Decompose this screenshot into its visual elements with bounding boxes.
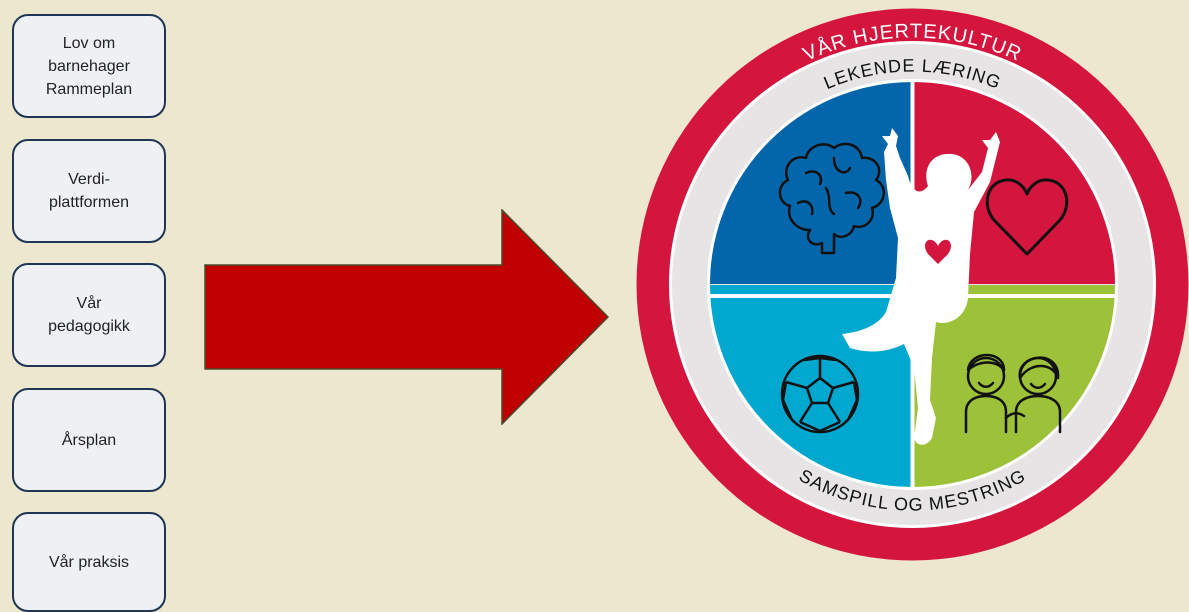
- box-var-praksis: Vår praksis: [12, 512, 166, 612]
- box-verdiplattformen: Verdi- plattformen: [12, 139, 166, 243]
- heart-icon: [985, 178, 1069, 256]
- child-silhouette-icon: [842, 128, 1000, 445]
- child-heart-icon: [925, 239, 951, 264]
- red-arrow: [204, 209, 610, 425]
- box-arsplan: Årsplan: [12, 388, 166, 492]
- box-var-pedagogikk: Vår pedagogikk: [12, 263, 166, 367]
- brain-icon: [778, 142, 885, 255]
- culture-wheel: VÅR HJERTEKULTUR LEKENDE LÆRING SAMSPILL…: [636, 8, 1189, 561]
- friends-icon: [964, 353, 1062, 434]
- box-lov-om-barnehager: Lov om barnehager Rammeplan: [12, 14, 166, 118]
- football-icon: [780, 354, 860, 434]
